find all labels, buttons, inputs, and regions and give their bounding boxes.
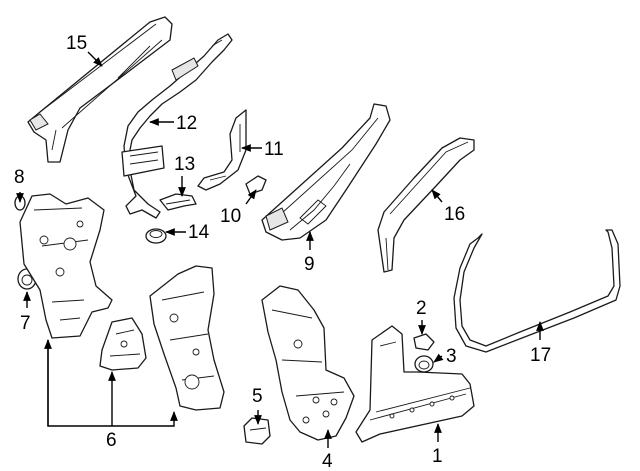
callout-10: 10 (220, 206, 241, 227)
leader-lines (16, 51, 544, 448)
callout-14: 14 (188, 222, 210, 243)
callout-8: 8 (14, 167, 25, 188)
part-3-plug (414, 355, 434, 373)
callout-6: 6 (106, 430, 117, 451)
callout-11: 11 (264, 139, 284, 160)
part-1-rocker (355, 325, 475, 443)
callout-4: 4 (322, 451, 333, 471)
part-11-reinforcement (197, 109, 247, 191)
part-6-bracket (99, 317, 147, 371)
part-6-hinge-pillar-inner (19, 193, 113, 339)
callout-5: 5 (252, 386, 263, 407)
part-17-weatherstrip (453, 229, 621, 353)
callout-9: 9 (304, 254, 315, 275)
callout-17: 17 (530, 345, 551, 366)
callout-2: 2 (416, 298, 427, 319)
part-13-bracket (159, 193, 197, 211)
part-5-clip (243, 417, 271, 445)
callout-labels: 15 12 13 14 11 10 9 16 17 8 7 2 3 1 4 5 … (14, 33, 551, 471)
callout-15: 15 (66, 33, 87, 54)
callout-16: 16 (444, 204, 465, 225)
part-6-center-pillar-inner (149, 265, 225, 411)
callout-1: 1 (432, 446, 443, 467)
callout-12: 12 (176, 113, 197, 134)
part-10-clip (245, 175, 267, 195)
part-15-pillar-reinforcement (27, 16, 173, 163)
part-14-plug (145, 228, 167, 244)
part-9-pillar (261, 103, 391, 241)
callout-13: 13 (174, 154, 195, 175)
part-4-pillar-outer (261, 285, 355, 441)
part-12-harness (121, 33, 233, 219)
callout-3: 3 (446, 346, 457, 367)
part-16-door-frame (377, 137, 475, 273)
part-2-bracket (413, 333, 435, 351)
callout-7: 7 (20, 313, 31, 334)
